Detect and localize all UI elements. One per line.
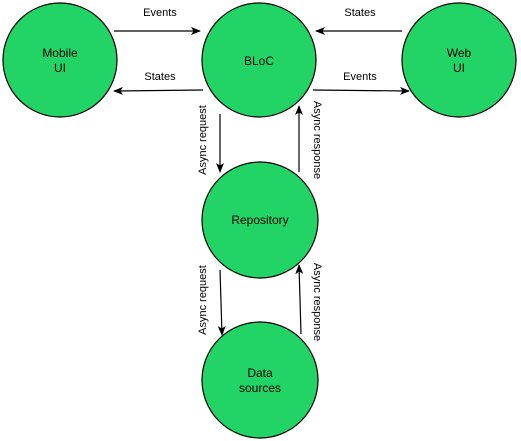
node-mobile-ui: Mobile UI [2, 2, 118, 118]
edge-label-mobile-to-bloc: Events [143, 7, 177, 19]
node-web-ui-label-line1: Web [447, 46, 472, 60]
node-web-ui: Web UI [401, 2, 517, 118]
edge-label-web-to-bloc: States [344, 7, 376, 19]
edges: Events States States Events Async reques… [113, 7, 410, 341]
edge-label-bloc-to-web: Events [343, 71, 377, 83]
edge-repository-to-data [217, 269, 226, 336]
edge-label-repository-to-data: Async request [197, 265, 209, 335]
node-repository-label: Repository [231, 213, 288, 227]
node-repository-circle [201, 161, 319, 279]
node-bloc-label: BLoC [244, 54, 274, 68]
edge-label-bloc-to-mobile: States [144, 71, 176, 83]
edge-bloc-to-web [312, 86, 410, 95]
edge-data-to-repository [295, 264, 304, 335]
node-data-sources-circle [201, 321, 319, 439]
node-repository: Repository [201, 161, 319, 279]
node-data-sources-label-line1: Data [247, 366, 273, 380]
node-mobile-ui-circle [2, 2, 118, 118]
edge-label-bloc-to-repository: Async request [197, 105, 209, 175]
edge-bloc-to-mobile [113, 86, 204, 95]
edge-label-data-to-repository: Async response [311, 263, 323, 341]
node-data-sources-label-line2: sources [239, 381, 281, 395]
node-mobile-ui-label-line1: Mobile [42, 46, 78, 60]
node-mobile-ui-label-line2: UI [54, 61, 66, 75]
edge-label-repository-to-bloc: Async response [311, 101, 323, 179]
node-bloc-circle [201, 2, 317, 118]
node-data-sources: Data sources [201, 321, 319, 439]
node-web-ui-label-line2: UI [453, 61, 465, 75]
node-web-ui-circle [401, 2, 517, 118]
node-bloc: BLoC [201, 2, 317, 118]
